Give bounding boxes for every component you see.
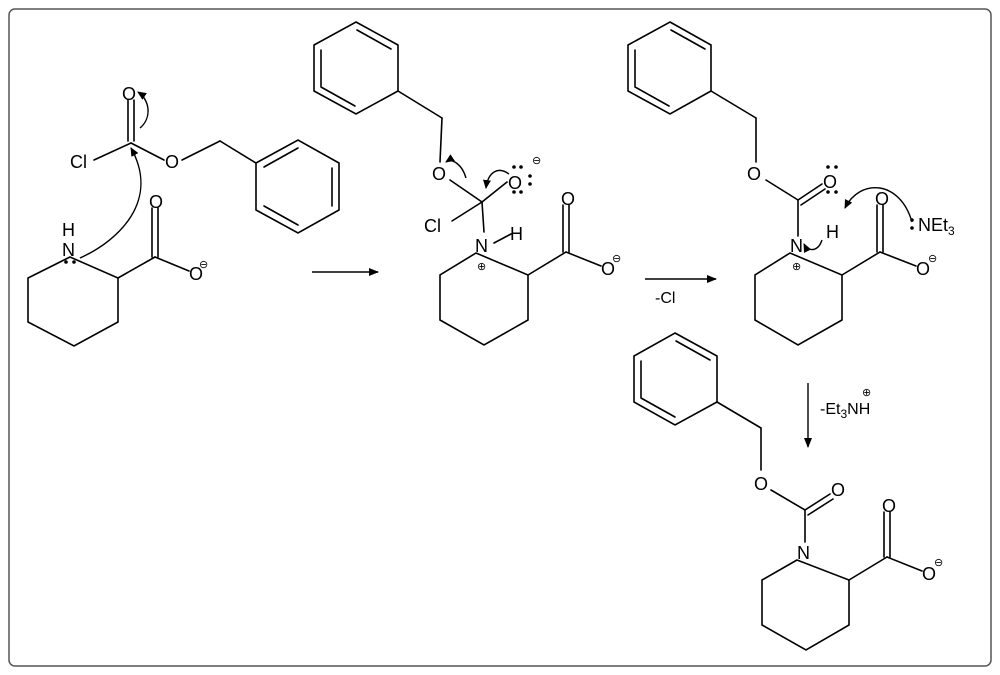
condition-minus-cl: -Cl bbox=[655, 290, 675, 307]
atom-o-ether: O bbox=[432, 164, 446, 184]
base-triethylamine: NEt3 bbox=[918, 215, 955, 238]
atom-o-alkoxide: O bbox=[508, 173, 522, 193]
atom-o-carbonyl: O bbox=[122, 84, 136, 104]
atom-o-acid-4: O bbox=[882, 496, 896, 516]
minus-charge-1: ⊖ bbox=[199, 259, 208, 271]
atom-o-carbonyl-3: O bbox=[823, 172, 837, 192]
molecule-4-cbz-product: O O N O O ⊖ bbox=[633, 332, 943, 651]
minus-charge-2b: ⊖ bbox=[612, 253, 621, 265]
atom-n-2: N bbox=[475, 236, 488, 256]
atom-cl-2: Cl bbox=[424, 216, 441, 236]
atom-cl: Cl bbox=[70, 152, 87, 172]
minus-charge-2a: ⊖ bbox=[532, 155, 541, 167]
molecule-3-protonated-carbamate: O O N H ⊕ O O ⊖ NEt3 bbox=[627, 21, 955, 346]
condition-minus-et3nh: -Et3NH bbox=[820, 401, 870, 421]
atom-o-carbonyl-4: O bbox=[831, 480, 845, 500]
atom-o-carboxylate-4: O bbox=[922, 564, 936, 584]
molecule-1-reactants: O Cl O H N O O ⊖ bbox=[27, 84, 340, 347]
atom-o-carboxylate-2: O bbox=[601, 259, 615, 279]
figure-frame bbox=[8, 8, 992, 667]
atom-o-acid-3: O bbox=[875, 189, 889, 209]
atom-h-2: H bbox=[510, 224, 523, 244]
atom-o-ester-3: O bbox=[747, 164, 761, 184]
atom-o-ester: O bbox=[165, 152, 179, 172]
atom-o-carboxylate-3: O bbox=[916, 259, 930, 279]
atom-n: N bbox=[62, 240, 75, 260]
plus-charge-et3nh: ⊕ bbox=[862, 387, 871, 399]
atom-n-3: N bbox=[790, 236, 803, 256]
minus-charge-3: ⊖ bbox=[928, 253, 937, 265]
atom-o-acid-2: O bbox=[561, 189, 575, 209]
atom-o-carboxylate: O bbox=[189, 264, 203, 284]
atom-o-acid: O bbox=[149, 192, 163, 212]
minus-charge-4: ⊖ bbox=[934, 557, 943, 569]
plus-charge-2: ⊕ bbox=[477, 261, 486, 273]
atom-n-4: N bbox=[797, 543, 810, 563]
atom-h-3: H bbox=[826, 222, 839, 242]
molecule-2-tetrahedral-intermediate: O O ⊖ Cl N H ⊕ O O ⊖ bbox=[313, 21, 621, 346]
atom-o-ester-4: O bbox=[754, 474, 768, 494]
atom-nh-h: H bbox=[62, 220, 75, 240]
plus-charge-3: ⊕ bbox=[792, 261, 801, 273]
